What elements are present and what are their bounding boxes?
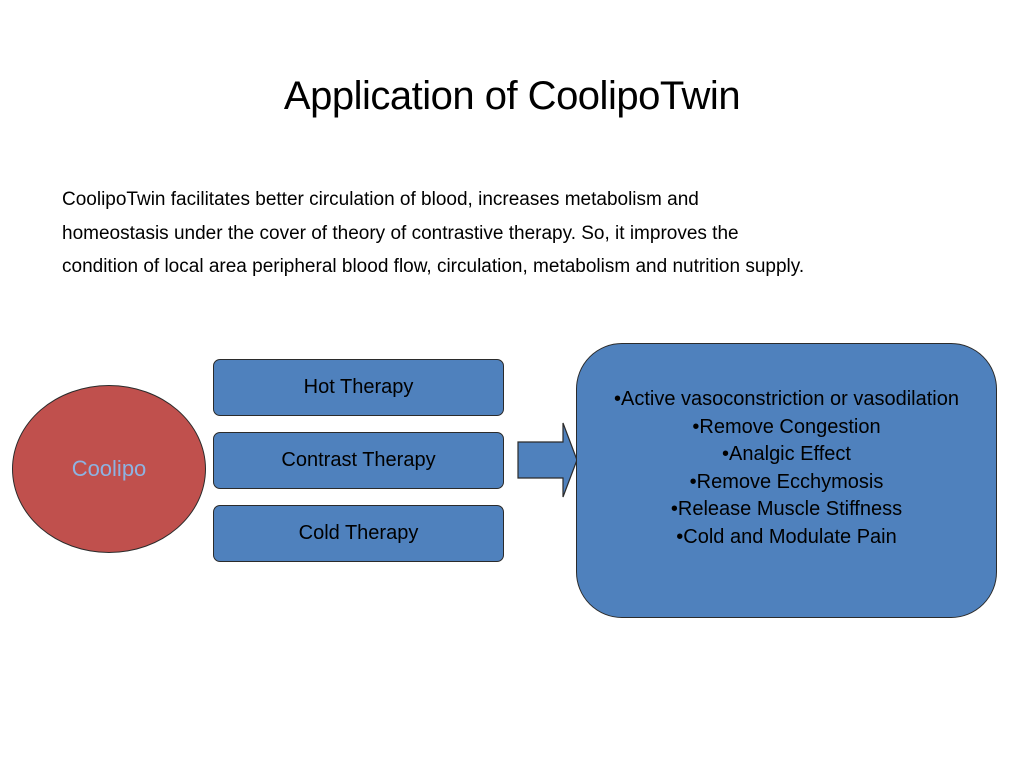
effect-item: •Cold and Modulate Pain [676, 525, 897, 548]
effect-item: •Release Muscle Stiffness [670, 498, 903, 520]
contrast-therapy-box: Contrast Therapy [213, 432, 504, 489]
coolipo-circle: Coolipo [12, 385, 206, 553]
effect-item: •Active vasoconstriction or vasodilation [614, 388, 959, 410]
right-arrow-icon [517, 422, 578, 498]
description-paragraph: CoolipoTwin facilitates better circulati… [62, 183, 992, 284]
effect-item: •Analgic Effect [722, 443, 851, 465]
effect-item: •Remove Ecchymosis [689, 470, 884, 493]
description-line: CoolipoTwin facilitates better circulati… [62, 189, 699, 210]
cold-therapy-box: Cold Therapy [213, 505, 504, 562]
coolipo-label: Coolipo [71, 456, 147, 481]
description-line: homeostasis under the cover of theory of… [62, 222, 739, 244]
description-line: condition of local area peripheral blood… [62, 256, 805, 277]
effect-item: •Remove Congestion [692, 415, 881, 438]
hot-therapy-box: Hot Therapy [213, 359, 504, 416]
effects-box: •Active vasoconstriction or vasodilation… [576, 343, 997, 618]
slide-title: Application of CoolipoTwin [283, 74, 741, 118]
